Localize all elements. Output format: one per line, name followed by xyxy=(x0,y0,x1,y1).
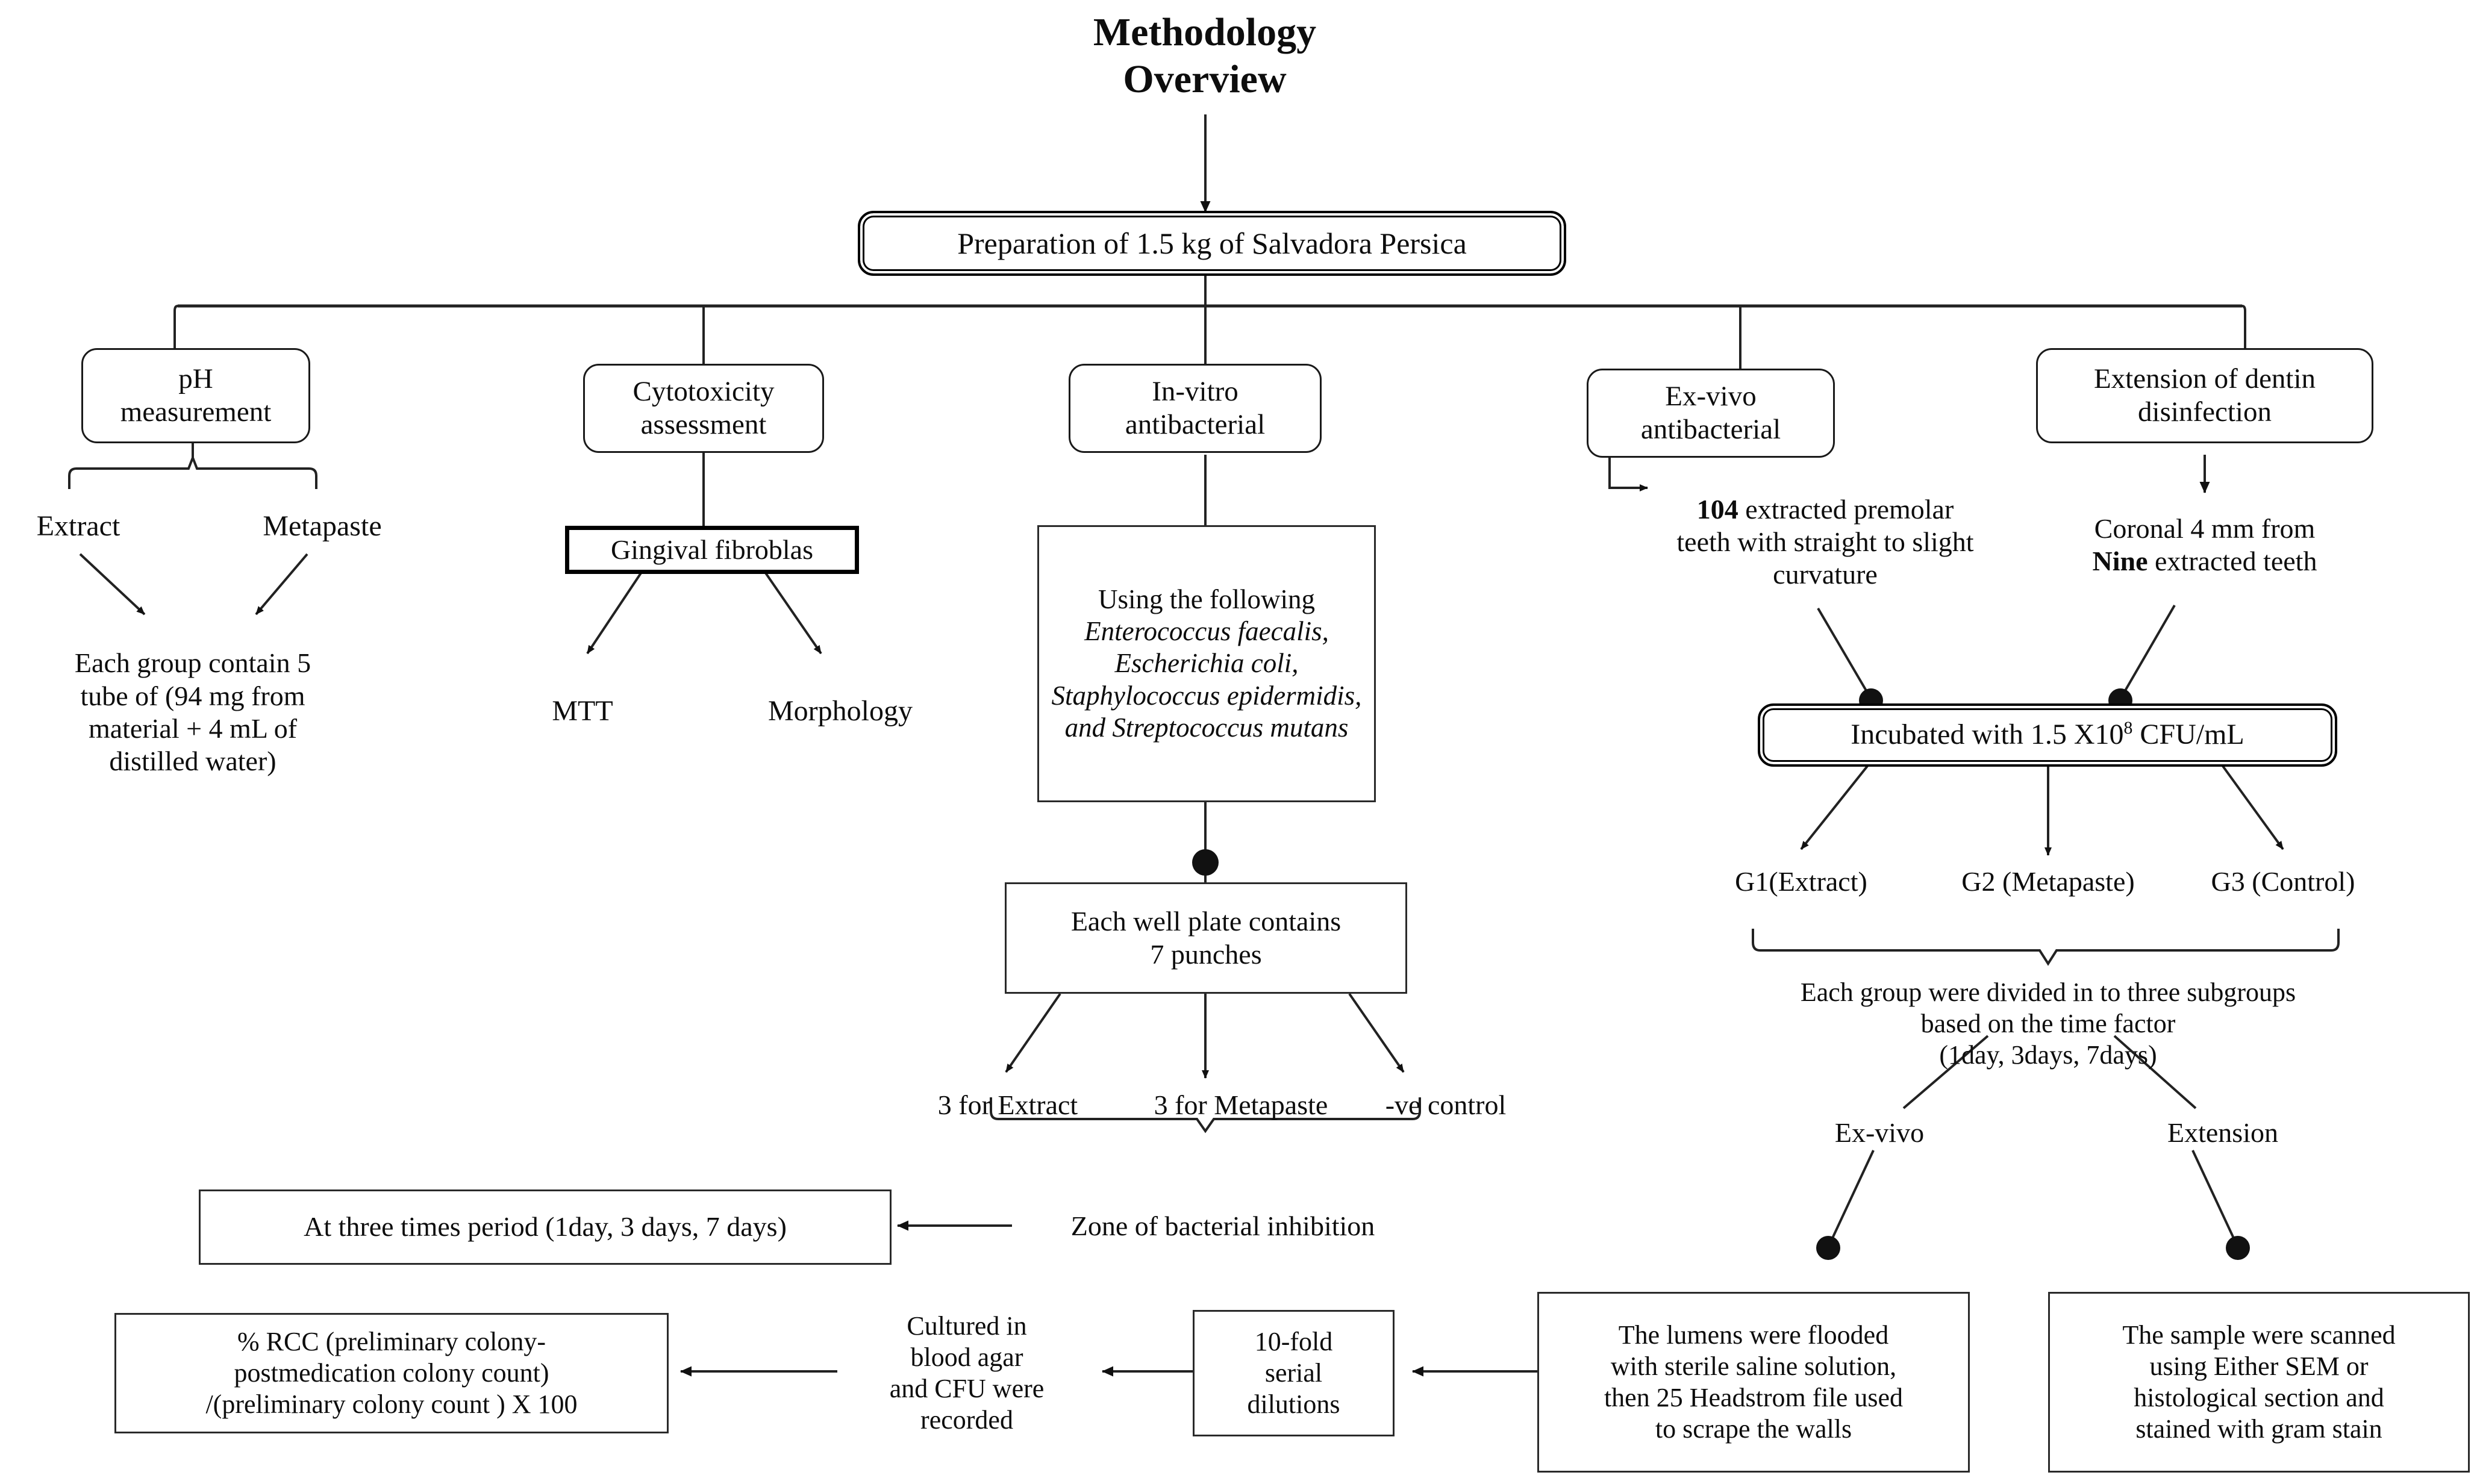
branch-ph-measurement[interactable]: pH measurement xyxy=(81,348,310,443)
branch-cyto-line1: Cytotoxicity xyxy=(633,375,775,407)
branch-dentin-line2: disinfection xyxy=(2138,396,2272,428)
incubation-subgroups-text: Each group were divided in to three subg… xyxy=(1800,977,2296,1070)
dentin-coronal-line1: Coronal 4 mm from xyxy=(2094,513,2316,544)
invitro-organisms-prefix: Using the following xyxy=(1098,584,1315,615)
invitro-split-extract: 3 for Extract xyxy=(937,1089,1078,1120)
invitro-organisms-list: Enterococcus faecalis, Escherichia coli,… xyxy=(1051,616,1362,743)
branch-exvivo-antibacterial[interactable]: Ex-vivo antibacterial xyxy=(1587,369,1835,458)
branch-ph-line1: pH xyxy=(178,363,213,394)
invitro-split-negative-control: -ve control xyxy=(1385,1089,1507,1120)
exvivo-teeth-count: 104 xyxy=(1696,493,1738,525)
root-node-preparation[interactable]: Preparation of 1.5 kg of Salvadora Persi… xyxy=(858,211,1566,276)
dentin-coronal-text: Coronal 4 mm from Nine extracted teeth xyxy=(2092,513,2317,576)
extension-outcome-box[interactable]: The sample were scanned using Either SEM… xyxy=(2048,1292,2470,1473)
page-title-line1: Methodology xyxy=(1093,10,1317,54)
incubation-group-g1: G1(Extract) xyxy=(1735,865,1867,897)
cytotoxicity-cell-gingival-fibroblas[interactable]: Gingival fibroblas xyxy=(565,526,859,574)
root-node-label: Preparation of 1.5 kg of Salvadora Persi… xyxy=(957,226,1467,260)
branch-invitro-antibacterial[interactable]: In-vitro antibacterial xyxy=(1069,364,1322,453)
branch-ph-line2: measurement xyxy=(120,396,272,428)
cultured-blood-agar-text: Cultured in blood agar and CFU were reco… xyxy=(889,1311,1045,1435)
branch-cyto-line2: assessment xyxy=(640,409,767,440)
branch-invitro-line1: In-vitro xyxy=(1152,375,1238,407)
incubation-arm-extension: Extension xyxy=(2167,1117,2278,1148)
incubation-group-g2: G2 (Metapaste) xyxy=(1961,865,2135,897)
page-title-line2: Overview xyxy=(1123,57,1287,101)
ph-result-text: Each group contain 5 tube of (94 mg from… xyxy=(74,647,311,777)
ph-child-metapaste: Metapaste xyxy=(263,510,382,542)
page-title: Methodology Overview xyxy=(1018,0,1392,111)
dentin-teeth-count: Nine xyxy=(2092,546,2148,576)
invitro-well-plate-box[interactable]: Each well plate contains 7 punches xyxy=(1005,882,1407,994)
exvivo-teeth-text: 104 extracted premolar teeth with straig… xyxy=(1676,493,1974,590)
branch-exvivo-line1: Ex-vivo xyxy=(1665,380,1757,412)
ph-child-extract: Extract xyxy=(36,510,120,542)
branch-invitro-line2: antibacterial xyxy=(1125,409,1266,440)
branch-dentin-disinfection[interactable]: Extension of dentin disinfection xyxy=(2036,348,2373,443)
incubation-box[interactable]: Incubated with 1.5 X108 CFU/mL xyxy=(1758,703,2337,767)
cytotoxicity-child-morphology: Morphology xyxy=(768,694,913,727)
invitro-organisms-box[interactable]: Using the following Enterococcus faecali… xyxy=(1037,525,1376,802)
invitro-time-periods-box[interactable]: At three times period (1day, 3 days, 7 d… xyxy=(199,1189,892,1265)
exvivo-outcome-box[interactable]: The lumens were flooded with sterile sal… xyxy=(1537,1292,1970,1473)
branch-cytotoxicity-assessment[interactable]: Cytotoxicity assessment xyxy=(583,364,824,453)
incubation-prefix: Incubated with 1.5 X10 xyxy=(1851,719,2124,751)
rcc-formula-box[interactable]: % RCC (preliminary colony- postmedicatio… xyxy=(114,1313,669,1433)
incubation-arm-exvivo: Ex-vivo xyxy=(1834,1117,1925,1148)
incubation-group-g3: G3 (Control) xyxy=(2211,865,2355,897)
incubation-exponent: 8 xyxy=(2123,718,2133,738)
exvivo-teeth-line1-rest: extracted premolar xyxy=(1738,493,1954,525)
branch-dentin-line1: Extension of dentin xyxy=(2093,363,2316,394)
branch-exvivo-line2: antibacterial xyxy=(1640,414,1781,445)
cytotoxicity-child-mtt: MTT xyxy=(552,694,613,727)
invitro-zone-of-inhibition: Zone of bacterial inhibition xyxy=(1070,1210,1375,1241)
serial-dilutions-box[interactable]: 10-fold serial dilutions xyxy=(1193,1310,1395,1436)
invitro-split-metapaste: 3 for Metapaste xyxy=(1154,1089,1328,1120)
incubation-suffix: CFU/mL xyxy=(2132,719,2244,751)
